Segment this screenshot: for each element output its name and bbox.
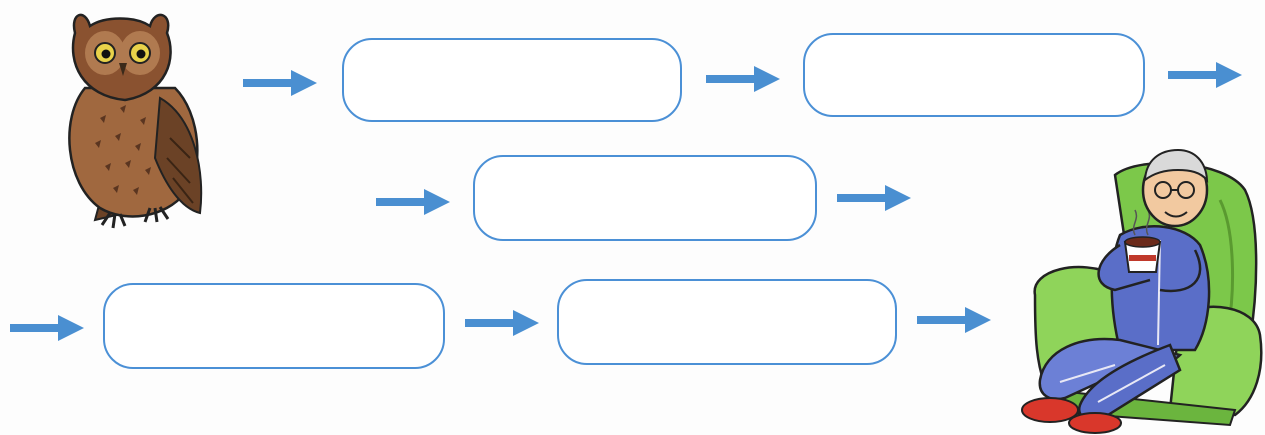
arrow-2-icon bbox=[706, 66, 780, 92]
arrow-5-icon bbox=[837, 185, 911, 211]
arrow-3-icon bbox=[1168, 62, 1242, 88]
answer-box-2[interactable] bbox=[803, 33, 1145, 117]
arrow-8-icon bbox=[917, 307, 991, 333]
answer-box-1[interactable] bbox=[342, 38, 682, 122]
arrow-6-icon bbox=[10, 315, 84, 341]
old-man-armchair-illustration bbox=[1021, 148, 1263, 434]
answer-box-4[interactable] bbox=[103, 283, 445, 369]
arrow-1-icon bbox=[243, 70, 317, 96]
arrow-4-icon bbox=[376, 189, 450, 215]
arrow-7-icon bbox=[465, 310, 539, 336]
answer-box-5[interactable] bbox=[557, 279, 897, 365]
owl-illustration bbox=[68, 13, 203, 229]
answer-box-3[interactable] bbox=[473, 155, 817, 241]
